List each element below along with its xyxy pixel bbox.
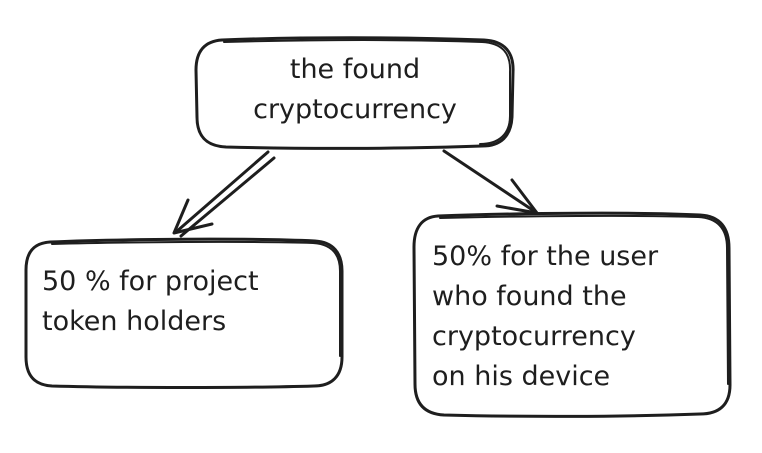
root-node-box (194, 36, 515, 150)
left-node-line-2: token holders (42, 306, 227, 337)
left-connector-arrow (174, 150, 276, 238)
root-node-line-1: the found (289, 54, 421, 85)
right-connector-arrow (442, 149, 539, 215)
right-node-box (412, 211, 732, 418)
right-arrowhead (495, 178, 539, 215)
right-node-line-2: who found the (432, 281, 627, 312)
right-node-line-1: 50% for the user (432, 241, 659, 272)
right-node-line-4: on his device (432, 361, 611, 392)
right-node-label: 50% for the user who found the cryptocur… (432, 237, 722, 397)
right-node-line-3: cryptocurrency (432, 321, 636, 352)
root-node-line-2: cryptocurrency (253, 94, 457, 125)
root-node-label: the found cryptocurrency (215, 50, 495, 130)
left-node-box (24, 237, 344, 389)
left-arrowhead (172, 198, 214, 235)
left-node-label: 50 % for project token holders (42, 262, 332, 342)
left-node-line-1: 50 % for project (42, 266, 259, 297)
